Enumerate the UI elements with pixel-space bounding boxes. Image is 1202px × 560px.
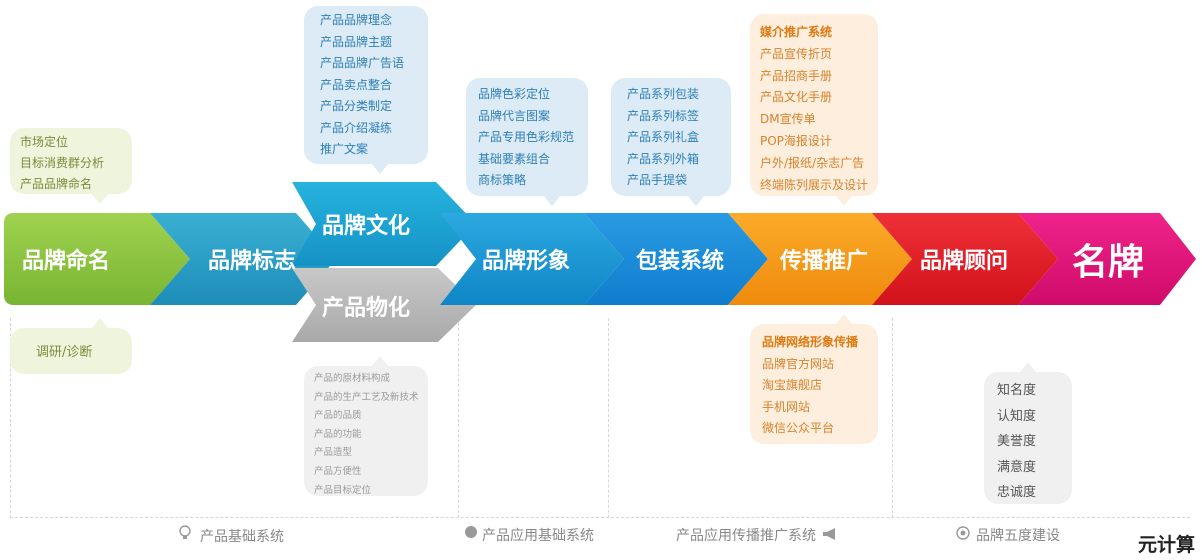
list-item: 产品招商手册: [760, 68, 833, 83]
list-item: 产品宣传折页: [760, 46, 833, 61]
section-divider: [458, 318, 459, 518]
list-item: 品牌色彩定位: [478, 87, 551, 101]
list-item: 终端陈列展示及设计: [760, 177, 869, 192]
stage-label-famous-brand: 名牌: [1072, 242, 1145, 283]
footer-application-promotion: 产品应用传播推广系统: [676, 525, 838, 545]
bubble-tail: [544, 196, 560, 206]
list-item: 忠诚度: [997, 485, 1037, 500]
list-item: 产品的功能: [314, 428, 362, 440]
arrow-famous-brand: [1018, 213, 1196, 305]
list-item: 产品的品质: [314, 410, 362, 422]
bubble-tail: [836, 196, 852, 206]
footer-five-degrees: 品牌五度建设: [956, 525, 1060, 545]
section-divider: [892, 318, 893, 518]
footer-basic-system: 产品基础系统: [178, 525, 284, 546]
bubble-media: 媒介推广系统 产品宣传折页 产品招商手册 产品文化手册 DM宣传单 POP海报设…: [750, 14, 878, 196]
list-item: 认知度: [997, 408, 1037, 424]
list-item: 产品系列包装: [627, 87, 700, 101]
list-item: 产品的原材料构成: [314, 373, 391, 384]
arrow-logo: [150, 213, 336, 305]
footer-rule: [10, 517, 1190, 518]
bubble-culture: 产品品牌理念 产品品牌主题 产品品牌广告语 产品卖点整合 产品分类制定 产品介绍…: [304, 6, 428, 164]
bubble-naming-top: 市场定位 目标消费群分析 产品品牌命名: [10, 128, 132, 194]
bubble-tail: [836, 314, 852, 324]
stage-label-image: 品牌形象: [482, 249, 571, 274]
list-item: 产品目标定位: [314, 484, 372, 496]
list-item: POP海报设计: [760, 133, 832, 148]
section-divider: [10, 318, 11, 518]
list-item: 推广文案: [320, 142, 369, 156]
list-item: 满意度: [997, 459, 1037, 475]
list-item: 市场定位: [20, 135, 69, 149]
list-item: 知名度: [997, 383, 1037, 398]
bubble-tail: [1020, 362, 1036, 372]
footer-application-basic: 产品应用基础系统: [464, 525, 594, 545]
watermark: 元计算: [1138, 534, 1196, 556]
stage-label-culture: 品牌文化: [322, 214, 411, 239]
list-item: 目标消费群分析: [20, 156, 105, 170]
stage-label-logo: 品牌标志: [208, 249, 297, 274]
list-item: 产品造型: [314, 447, 353, 459]
bubble-title: 媒介推广系统: [760, 25, 833, 39]
list-item: 产品文化手册: [760, 90, 833, 105]
bubble-tail: [92, 194, 108, 204]
bubble-naming-bottom: 调研/诊断: [10, 328, 132, 374]
arrow-culture: [292, 182, 476, 266]
list-item: 基础要素组合: [478, 151, 551, 166]
list-item: DM宣传单: [760, 112, 816, 127]
list-item: 产品系列标签: [627, 108, 700, 123]
list-item: 品牌官方网站: [762, 356, 835, 371]
list-item: 品牌代言图案: [478, 108, 551, 123]
bubble-network: 品牌网络形象传播 品牌官方网站 淘宝旗舰店 手机网站 微信公众平台: [750, 324, 878, 444]
target-icon: [956, 526, 970, 544]
list-item: 产品分类制定: [320, 99, 393, 113]
bubble-tail: [372, 164, 388, 174]
list-item: 商标策略: [478, 173, 527, 187]
list-item: 户外/报纸/杂志广告: [760, 155, 865, 170]
bubble-product: 产品的原材料构成 产品的生产工艺及新技术 产品的品质 产品的功能 产品造型 产品…: [304, 366, 428, 496]
arrow-consultant: [872, 213, 1058, 305]
lightbulb-icon: [178, 525, 192, 545]
list-item: 产品品牌广告语: [320, 56, 405, 70]
list-item: 产品方便性: [314, 465, 362, 477]
bubble-tail: [372, 356, 388, 366]
arrow-naming: [4, 213, 190, 305]
bubble-image: 品牌色彩定位 品牌代言图案 产品专用色彩规范 基础要素组合 商标策略: [466, 78, 588, 196]
list-item: 产品卖点整合: [320, 77, 393, 92]
section-divider: [608, 318, 609, 518]
list-item: 美誉度: [997, 434, 1037, 449]
list-item: 产品品牌主题: [320, 34, 393, 49]
list-item: 淘宝旗舰店: [762, 378, 823, 392]
arrow-product: [292, 268, 476, 342]
arrow-promotion: [728, 213, 912, 305]
list-item: 产品专用色彩规范: [478, 130, 575, 144]
list-item: 产品介绍凝练: [320, 120, 393, 135]
list-item: 微信公众平台: [762, 421, 835, 435]
list-item: 手机网站: [762, 399, 811, 414]
bubble-tail: [688, 196, 704, 206]
bubble-degrees: 知名度 认知度 美誉度 满意度 忠诚度: [984, 372, 1072, 504]
list-item: 产品品牌命名: [20, 177, 93, 191]
megaphone-icon: [822, 528, 838, 544]
arrow-image: [440, 213, 624, 305]
stage-label-promotion: 传播推广: [780, 249, 869, 274]
bubble-tail: [92, 318, 108, 328]
list-item: 产品系列礼盒: [627, 130, 700, 144]
list-item: 产品的生产工艺及新技术: [314, 391, 419, 403]
stage-label-consultant: 品牌顾问: [920, 249, 1009, 274]
list-item: 产品系列外箱: [627, 151, 700, 166]
stage-label-packaging: 包装系统: [636, 249, 725, 274]
bubble-packaging: 产品系列包装 产品系列标签 产品系列礼盒 产品系列外箱 产品手提袋: [611, 78, 731, 196]
bubble-title: 品牌网络形象传播: [762, 335, 859, 349]
stage-label-naming: 品牌命名: [22, 249, 111, 274]
arrow-packaging: [584, 213, 768, 305]
list-item: 产品品牌理念: [320, 13, 393, 27]
head-icon: [464, 525, 478, 544]
list-item: 产品手提袋: [627, 173, 688, 187]
stage-label-product: 产品物化: [322, 296, 411, 321]
list-item: 调研/诊断: [36, 345, 93, 360]
